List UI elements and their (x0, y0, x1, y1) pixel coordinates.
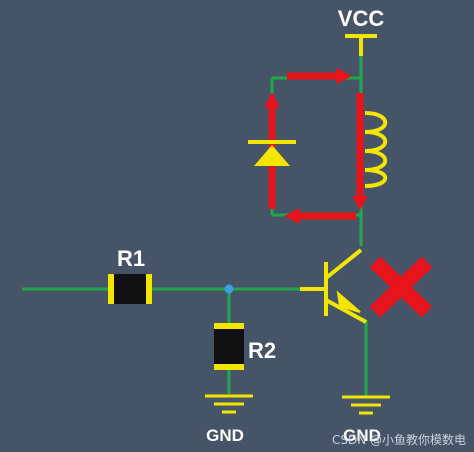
r1-label: R1 (117, 246, 145, 271)
gnd-right-label: GND (343, 426, 381, 445)
vcc-label: VCC (338, 6, 385, 31)
relay-coil-icon (364, 111, 388, 188)
junction-dot (224, 284, 234, 294)
diode-icon (248, 140, 296, 166)
current-arrow-diode-head (264, 92, 280, 108)
current-arrow-coil-head (352, 196, 368, 210)
ground-icon (342, 395, 390, 415)
current-flow-arrows (264, 68, 368, 224)
watermark-text: CSDN @小鱼教你模数电 (332, 432, 466, 447)
r2-label: R2 (248, 338, 276, 363)
npn-transistor-icon (300, 248, 367, 324)
x-mark-icon (369, 256, 433, 318)
resistor-r1 (108, 274, 152, 304)
gnd-left-label: GND (206, 426, 244, 445)
ground-icon (205, 394, 253, 414)
vcc-tee-icon (345, 34, 377, 56)
resistor-r2 (214, 323, 244, 370)
current-arrow-bottom-head (284, 208, 300, 224)
current-arrow-top-head (336, 68, 352, 84)
wires (22, 54, 368, 396)
